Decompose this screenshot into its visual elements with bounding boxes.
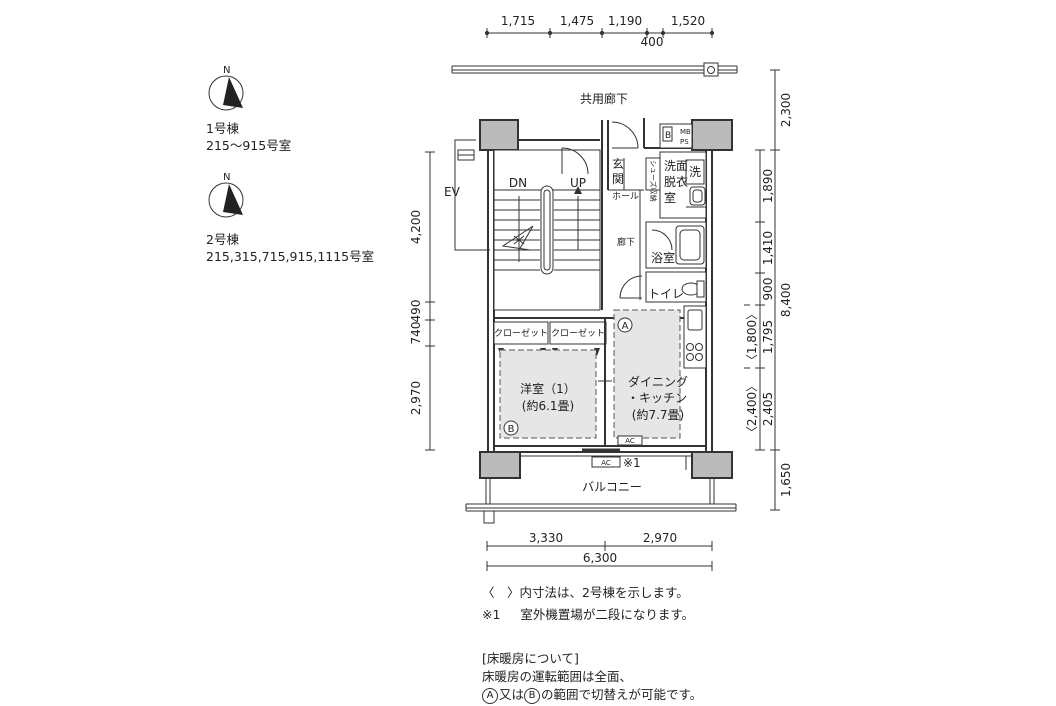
ac-indoor-label: AC	[625, 437, 635, 445]
note-ac-text: 室外機置場が二段になります。	[520, 607, 695, 622]
note-inner-dimension: 〈 〉内寸法は、2号棟を示します。	[482, 584, 689, 601]
washroom-label: 室	[664, 190, 676, 205]
washroom	[659, 151, 707, 219]
toilet-label: トイレ	[648, 287, 684, 301]
dim-right-alt-1: 〈1,800〉	[745, 308, 759, 366]
north-label: N	[223, 172, 230, 183]
dim-left-2: 490	[409, 300, 423, 323]
stairs-down-label: DN	[509, 176, 527, 190]
dim-right-inner-3: 900	[761, 278, 775, 301]
compass-icon	[208, 75, 244, 111]
dim-right-outer-2: 8,400	[779, 283, 793, 317]
hallway-label: 廊下	[617, 236, 635, 248]
dim-top-3: 1,190	[608, 14, 642, 28]
top-dimension-line	[484, 28, 715, 38]
dim-right-inner-2: 1,410	[761, 231, 775, 265]
right-dimension-lines	[744, 69, 780, 511]
washroom-label: 洗面	[664, 159, 688, 173]
corridor-railing	[451, 62, 738, 77]
dining-kitchen-label: ・キッチン	[627, 391, 687, 405]
bathroom	[645, 221, 707, 269]
closet-2-label: クローゼット	[551, 327, 605, 339]
dining-kitchen-size: (約7.7畳)	[632, 407, 684, 422]
balcony-window	[520, 451, 692, 470]
balcony-label: バルコニー	[582, 480, 642, 494]
mb-label: MB	[680, 128, 691, 136]
building2-label: 2号棟	[206, 232, 239, 247]
building1-label: 1号棟	[206, 121, 239, 136]
ac-outdoor-label: AC	[601, 459, 611, 467]
note-ac: ※1 室外機置場が二段になります。	[482, 606, 694, 623]
ac-indoor-box	[617, 435, 643, 446]
compass-icon	[208, 182, 244, 218]
zone-a-label: A	[622, 321, 629, 332]
western-room-size: (約6.1畳)	[522, 398, 574, 413]
hall-label: ホール	[612, 191, 639, 202]
bathroom-label: 浴室	[651, 250, 675, 265]
floor-heating-end: の範囲で切替えが可能です。	[541, 687, 703, 702]
entrance-area	[608, 121, 661, 300]
dim-left-3: 740	[409, 322, 423, 345]
mb-ps-shaft	[659, 123, 693, 149]
floor-heating-title: [床暖房について]	[482, 651, 579, 666]
ps-label: PS	[680, 138, 689, 146]
floor-heating-line1: 床暖房の運転範囲は全面、	[482, 669, 633, 684]
elevator-area	[454, 139, 490, 251]
zone-b-label: B	[508, 424, 515, 435]
dim-right-outer-3: 1,650	[779, 463, 793, 497]
dining-kitchen-label: ダイニング	[628, 374, 688, 389]
bottom-dimension-lines	[486, 541, 713, 571]
dim-left-4: 2,970	[409, 381, 423, 415]
dim-top-1: 1,715	[501, 14, 535, 28]
zone-a-circle: A	[482, 688, 498, 704]
dim-top-5: 400	[641, 35, 664, 49]
dim-right-alt-2: 〈2,400〉	[745, 380, 759, 438]
note-ac-mark: ※1	[482, 607, 501, 622]
closet-1-label: クローゼット	[494, 327, 548, 339]
entrance-label: 関	[612, 172, 624, 186]
dim-left-1: 4,200	[409, 210, 423, 244]
stairs-up-label: UP	[570, 176, 586, 190]
dim-top-2: 1,475	[560, 14, 594, 28]
dim-right-inner-5: 2,405	[761, 392, 775, 426]
building2-rooms: 215,315,715,915,1115号室	[206, 249, 374, 264]
dim-bottom-total: 6,300	[583, 551, 617, 565]
dim-right-inner-1: 1,890	[761, 169, 775, 203]
washer-label: 洗	[689, 165, 701, 179]
building1-rooms: 215〜915号室	[206, 138, 291, 153]
north-label: N	[223, 65, 230, 76]
western-room-name: 洋室（1）	[520, 381, 576, 396]
dim-top-4: 1,520	[671, 14, 705, 28]
entrance-label: 玄	[612, 156, 624, 171]
dim-right-inner-4: 1,795	[761, 320, 775, 354]
staircase	[493, 147, 601, 311]
corridor-label: 共用廊下	[580, 91, 628, 106]
note-inner-dimension-text: 〈 〉内寸法は、2号棟を示します。	[482, 585, 689, 600]
ac-outdoor-box	[591, 456, 621, 468]
washroom-label: 脱衣	[664, 174, 688, 189]
zone-a-marker	[617, 317, 633, 333]
dim-bottom-2: 2,970	[643, 531, 677, 545]
toilet	[619, 271, 707, 303]
zone-b-marker	[503, 420, 519, 436]
b-mark: B	[665, 131, 671, 141]
shoe-storage-label: シューズ収納	[649, 160, 658, 202]
zone-b-circle: B	[524, 688, 541, 704]
dim-bottom-1: 3,330	[529, 531, 563, 545]
ev-label: EV	[444, 185, 461, 199]
floor-heating-or: 又は	[499, 687, 525, 702]
balcony-railing	[465, 478, 737, 524]
ac-note-mark: ※1	[623, 456, 641, 470]
left-dimension-lines	[425, 151, 435, 451]
kitchen-counter	[683, 305, 707, 369]
dim-right-outer-1: 2,300	[779, 93, 793, 127]
